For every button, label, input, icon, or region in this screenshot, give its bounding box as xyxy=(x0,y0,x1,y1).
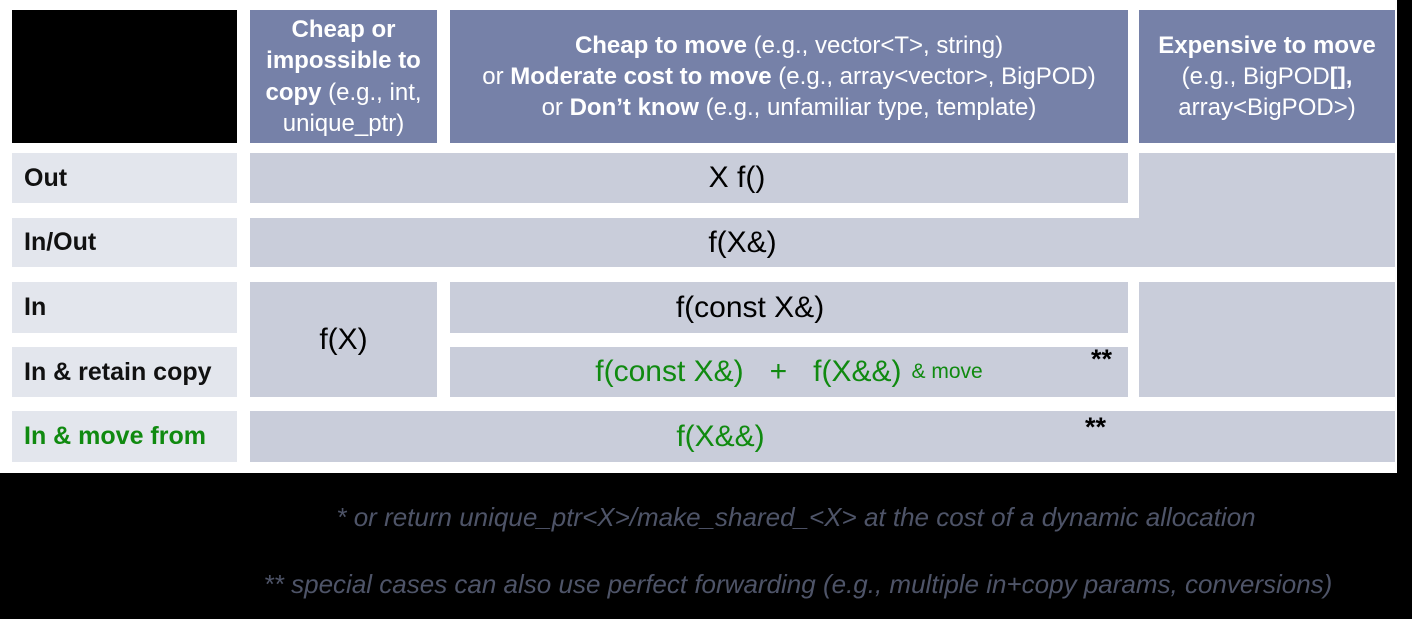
header-line-1: Cheap to move (e.g., vector<T>, string) xyxy=(574,31,1004,59)
code-f-x: f(X) xyxy=(319,322,368,356)
code-f-xrefref: f(X&&) xyxy=(676,419,765,453)
corner-spacer xyxy=(12,10,237,143)
cell-expensive-in-retain xyxy=(1139,282,1395,397)
code-f-const-xref-green: f(const X&) xyxy=(595,355,744,388)
column-header-expensive-move: Expensive to move (e.g., BigPOD[], array… xyxy=(1139,10,1395,143)
plus-sign: + xyxy=(769,355,788,388)
and-move-note: & move xyxy=(911,360,983,383)
code-f-xref: f(X&) xyxy=(708,225,777,259)
column-header-cheap-copy: Cheap or impossible to copy (e.g., int, … xyxy=(250,10,437,143)
column-header-cheap-copy-text: Cheap or impossible to copy (e.g., int, … xyxy=(265,16,422,137)
footnote-perfect-forwarding: ** special cases can also use perfect fo… xyxy=(263,569,1333,599)
cell-move-from-rvalue-ref: f(X&&) ** xyxy=(250,411,1395,462)
header-line-2: or Moderate cost to move (e.g., array<ve… xyxy=(482,62,1096,90)
header-expensive-line-2: (e.g., BigPOD[], xyxy=(1181,62,1353,90)
code-f-xrefref-green: f(X&&) xyxy=(813,355,902,388)
column-header-cheap-move: Cheap to move (e.g., vector<T>, string) … xyxy=(450,10,1128,143)
cell-retain-copy-overloads: f(const X&) + f(X&&) & move ** xyxy=(450,344,1128,397)
footnote-dynamic-allocation: * or return unique_ptr<X>/make_shared_<X… xyxy=(336,502,1256,532)
movefrom-footnote-marker: ** xyxy=(1085,412,1107,442)
right-black-border xyxy=(1397,0,1412,619)
row-label-in-out: In/Out xyxy=(12,218,237,267)
cell-in-const-ref: f(const X&) xyxy=(450,282,1128,333)
row-label-in-retain-copy: In & retain copy xyxy=(12,347,237,397)
retain-footnote-marker: ** xyxy=(1090,344,1112,374)
code-x-f: X f() xyxy=(708,161,766,194)
code-f-const-xref: f(const X&) xyxy=(675,290,825,324)
cell-out-return-by-value: X f() xyxy=(250,153,1128,203)
cell-in-by-value: f(X) xyxy=(250,282,437,397)
row-label-in: In xyxy=(12,282,237,333)
cell-inout-ref: f(X&) xyxy=(250,218,1395,267)
footer-bar: * or return unique_ptr<X>/make_shared_<X… xyxy=(0,473,1412,619)
row-label-in-move-from: In & move from xyxy=(12,411,237,462)
header-line-3: or Don’t know (e.g., unfamiliar type, te… xyxy=(541,94,1037,122)
row-label-out: Out xyxy=(12,153,237,203)
